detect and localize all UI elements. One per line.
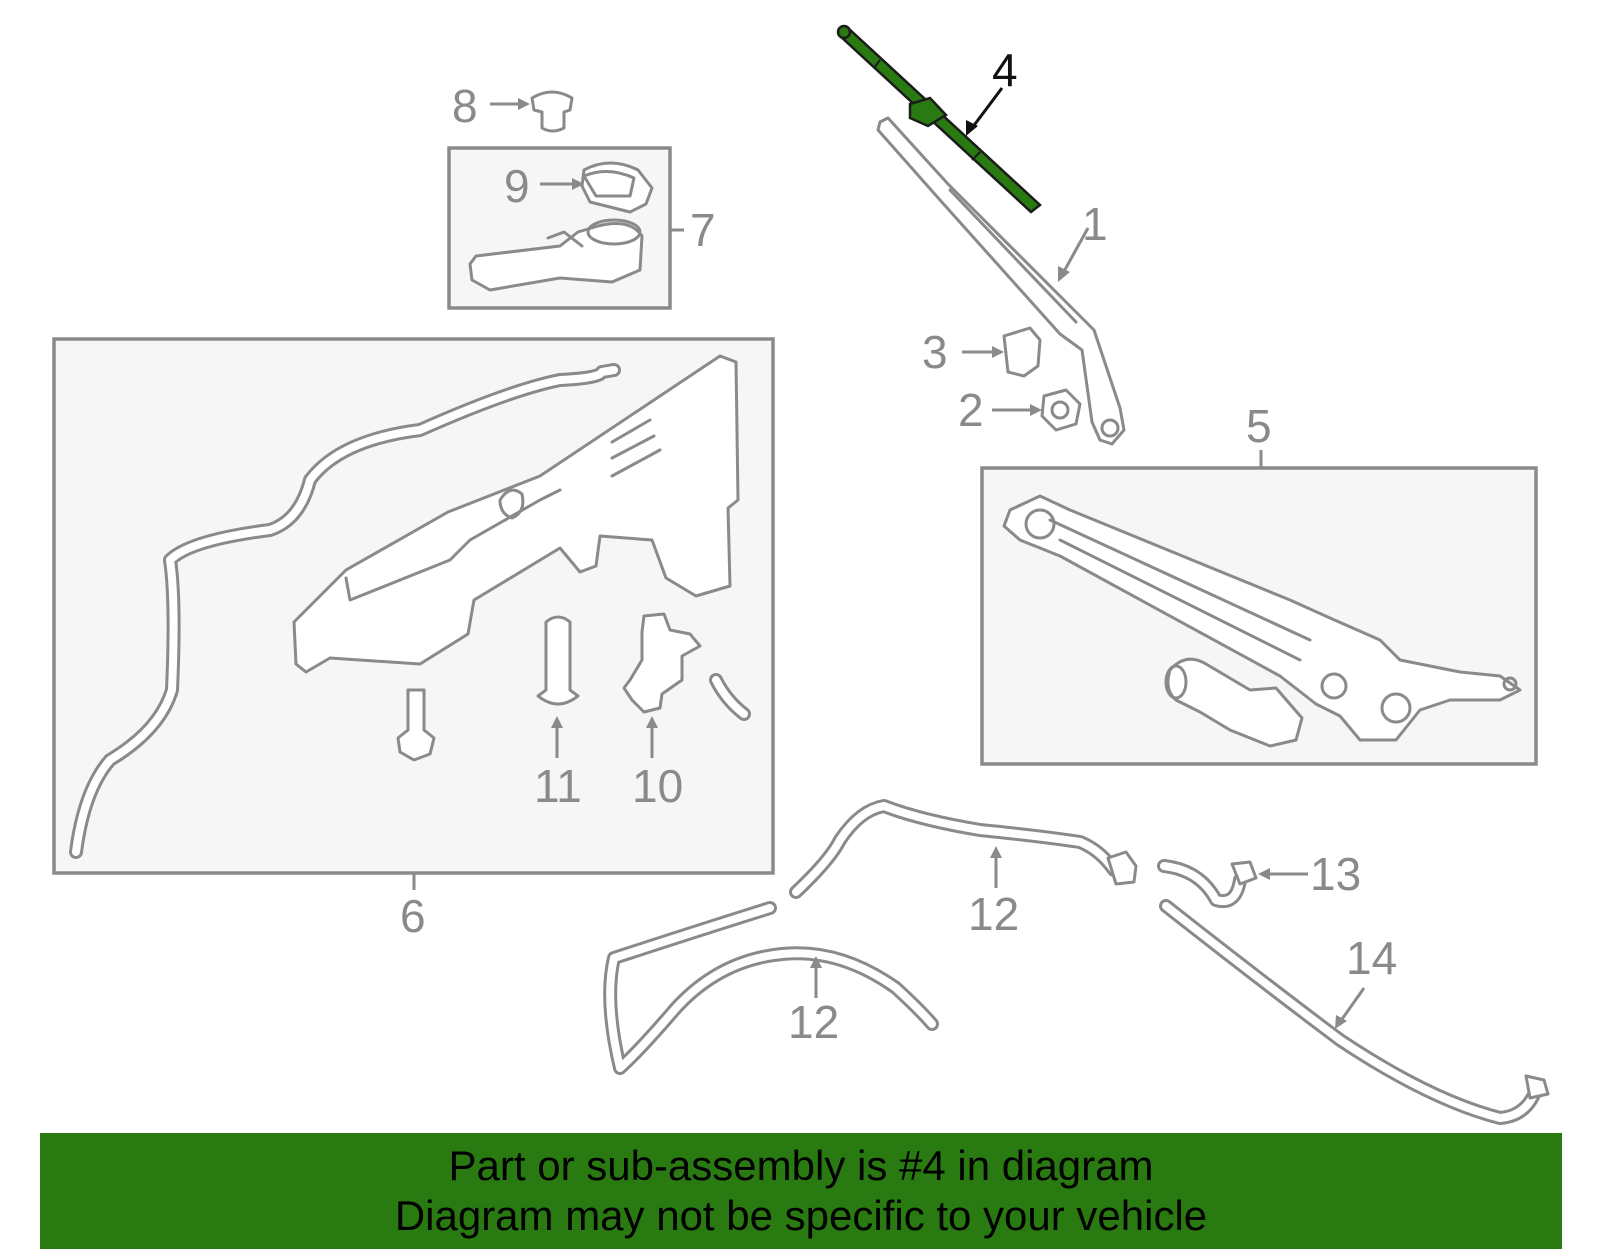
- callout-8: 8: [452, 80, 478, 132]
- callout-10: 10: [632, 760, 683, 812]
- grommet-part-11[interactable]: [536, 615, 580, 706]
- callout-12-lower: 12: [788, 996, 839, 1048]
- callout-14: 14: [1346, 932, 1397, 984]
- leader-14: [1338, 987, 1366, 1023]
- leader-1: [1060, 227, 1090, 276]
- hose-part-13[interactable]: [1157, 859, 1258, 908]
- hose-part-12-upper[interactable]: [789, 799, 1138, 899]
- callout-6: 6: [400, 890, 426, 942]
- motor-part-5[interactable]: [1164, 657, 1304, 748]
- arrow-4: [966, 120, 978, 136]
- wiper-blade-part-4[interactable]: [836, 24, 1042, 214]
- callout-12-upper: 12: [968, 888, 1019, 940]
- footer-banner: Part or sub-assembly is #4 in diagram Di…: [40, 1133, 1562, 1249]
- clip-part-9[interactable]: [582, 170, 636, 198]
- reservoir-hose-part-6: [69, 363, 621, 859]
- hose-part-14[interactable]: [1159, 899, 1550, 1125]
- cap-part-8[interactable]: [530, 90, 574, 133]
- leader-4: [970, 87, 1004, 129]
- callout-9: 9: [504, 160, 530, 212]
- callout-13: 13: [1310, 848, 1361, 900]
- reservoir-tank-part-6[interactable]: [292, 354, 740, 674]
- callout-2: 2: [958, 384, 984, 436]
- cap-part-3[interactable]: [1002, 326, 1042, 378]
- callout-4: 4: [992, 44, 1018, 96]
- callout-11: 11: [534, 760, 582, 812]
- footer-line-1: Part or sub-assembly is #4 in diagram: [448, 1142, 1154, 1189]
- callout-3: 3: [922, 326, 948, 378]
- pump-part-10[interactable]: [622, 612, 751, 721]
- callout-7: 7: [690, 204, 716, 256]
- linkage-part-5[interactable]: [1002, 494, 1522, 742]
- wiper-arm-part-1[interactable]: [876, 116, 1126, 446]
- bolt-part-6[interactable]: [396, 688, 436, 762]
- hose-part-12-lower[interactable]: [603, 901, 939, 1075]
- callout-1: 1: [1082, 198, 1108, 250]
- footer-line-2: Diagram may not be specific to your vehi…: [394, 1192, 1208, 1239]
- callout-5: 5: [1246, 400, 1272, 452]
- nut-part-2[interactable]: [1040, 388, 1082, 432]
